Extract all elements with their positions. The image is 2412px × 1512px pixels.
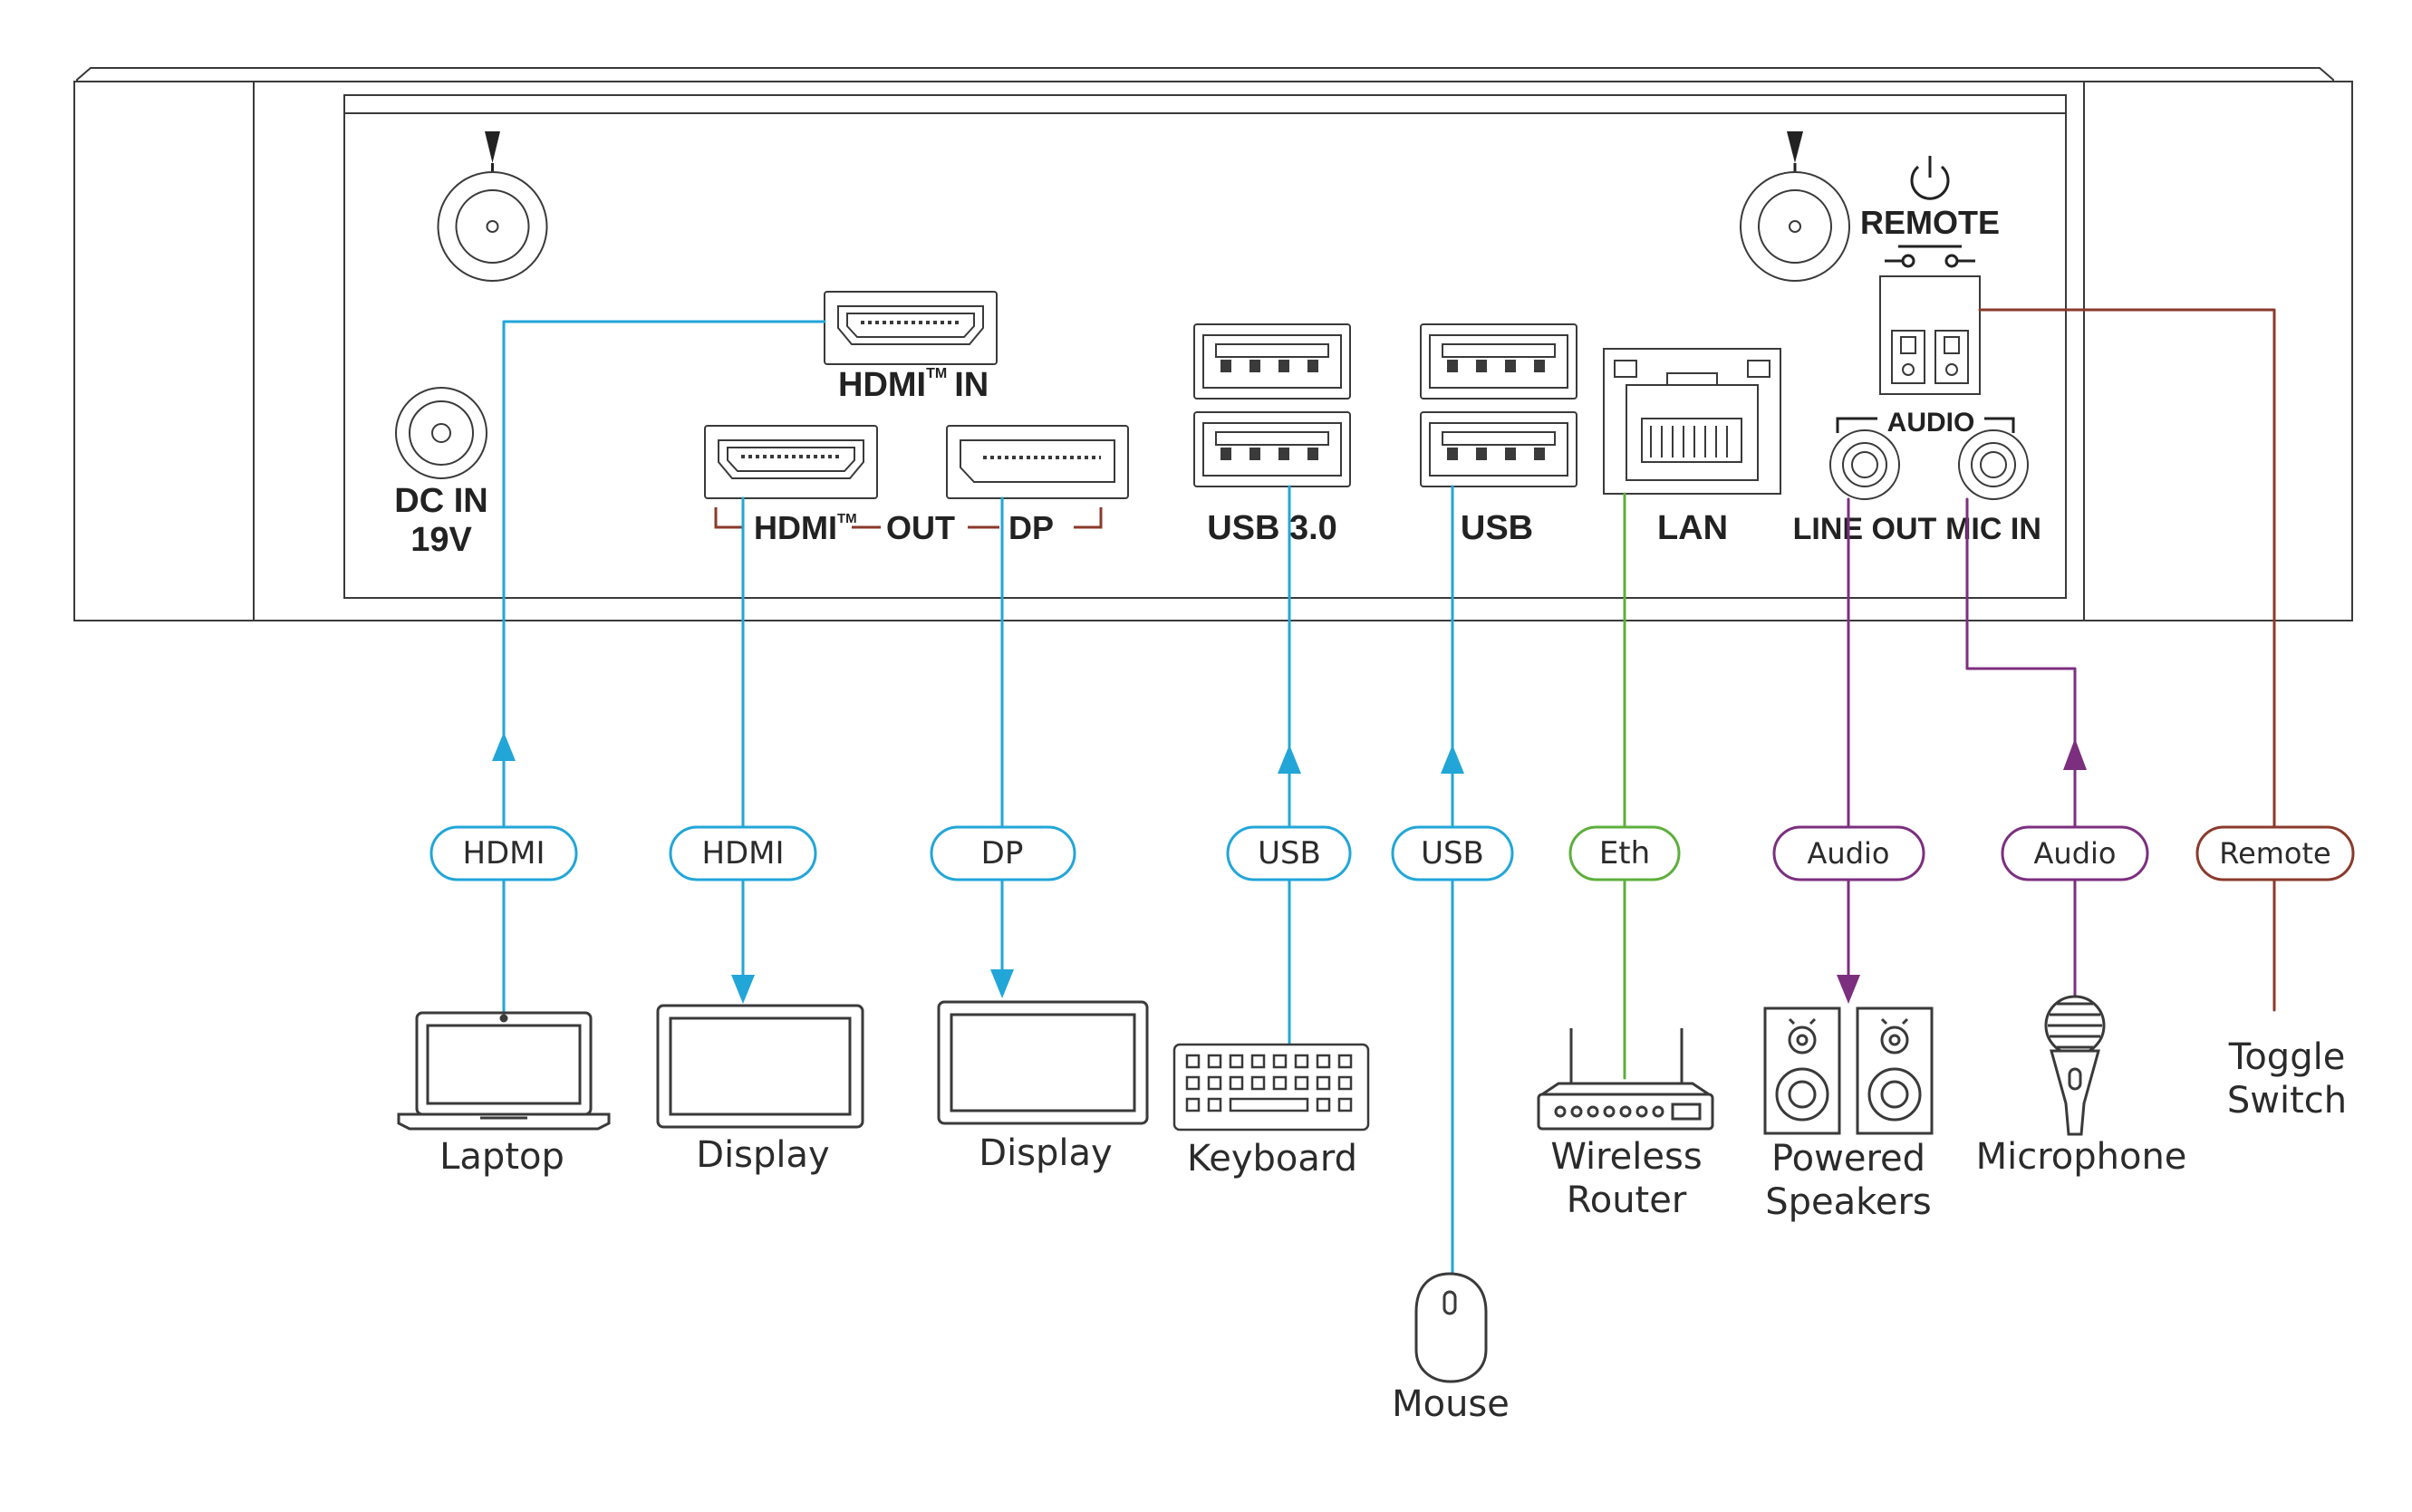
keyboard-key — [1250, 1054, 1266, 1069]
pill-laptop: HDMI — [429, 825, 578, 881]
svg-text:HDMI: HDMI — [701, 835, 784, 872]
svg-text:USB: USB — [1258, 835, 1321, 872]
audio-bracket — [1836, 417, 2015, 433]
laptop-label: Laptop — [439, 1136, 564, 1178]
pill-router: Eth — [1568, 825, 1681, 881]
pill-toggle: Remote — [2195, 825, 2355, 881]
power-icon — [1910, 156, 1950, 200]
dc-in-voltage-label: 19V — [410, 521, 472, 559]
keyboard-key — [1337, 1075, 1353, 1091]
mic-in-jack — [1958, 429, 2029, 500]
pill-display-dp: DP — [930, 825, 1076, 881]
keyboard-key — [1250, 1075, 1266, 1091]
keyboard-spacebar — [1229, 1097, 1309, 1112]
mouse-label: Mouse — [1392, 1383, 1510, 1425]
keyboard-key — [1207, 1054, 1222, 1069]
remote-terminal-block — [1879, 275, 1981, 395]
lan-label: LAN — [1657, 509, 1728, 547]
keyboard-icon — [1172, 1043, 1370, 1132]
toggle-label-line1: Toggle — [2228, 1036, 2346, 1078]
svg-text:Audio: Audio — [2034, 836, 2117, 871]
pill-speakers: Audio — [1772, 825, 1925, 881]
router-label-line1: Wireless — [1550, 1136, 1702, 1178]
keyboard-key — [1316, 1097, 1331, 1112]
dc-in-label: DC IN — [394, 482, 487, 520]
keyboard-key — [1185, 1075, 1201, 1091]
antenna-left-icon — [437, 131, 548, 282]
microphone-label: Microphone — [1976, 1136, 2187, 1178]
cable-toggle — [1978, 308, 2276, 1012]
display-icon — [937, 1000, 1149, 1125]
audio-label: AUDIO — [1887, 408, 1975, 438]
antenna-right-icon — [1740, 131, 1850, 282]
usb30-label: USB 3.0 — [1207, 509, 1337, 547]
keyboard-key — [1229, 1054, 1244, 1069]
keyboard-key — [1229, 1075, 1244, 1091]
keyboard-key — [1185, 1054, 1201, 1069]
hdmi-in-port — [824, 291, 998, 365]
usb-ports — [1420, 323, 1577, 487]
keyboard-key — [1294, 1054, 1309, 1069]
svg-text:DP: DP — [981, 835, 1024, 872]
dp-label: DP — [1008, 509, 1054, 546]
keyboard-key — [1207, 1075, 1222, 1091]
svg-text:Eth: Eth — [1599, 835, 1650, 872]
mic-in-label: MIC IN — [1945, 512, 2041, 546]
laptop-icon — [397, 1011, 611, 1131]
dc-in-port — [395, 387, 487, 479]
keyboard-key — [1185, 1097, 1201, 1112]
remote-switch-symbol — [1885, 245, 1975, 268]
svg-text:Audio: Audio — [1808, 836, 1890, 871]
microphone-icon — [2044, 995, 2106, 1136]
svg-text:USB: USB — [1421, 835, 1484, 872]
keyboard-key — [1316, 1075, 1331, 1091]
cable-laptop — [502, 320, 826, 1015]
router-icon — [1537, 1028, 1714, 1131]
keyboard-label: Keyboard — [1187, 1138, 1357, 1180]
speakers-icon — [1763, 1006, 1934, 1135]
speakers-label-line1: Powered — [1771, 1138, 1925, 1180]
pill-mouse: USB — [1391, 825, 1514, 881]
toggle-label-line2: Switch — [2227, 1080, 2347, 1122]
keyboard-key — [1337, 1097, 1353, 1112]
hdmi-in-label: HDMI — [838, 366, 926, 404]
svg-text:HDMITM: HDMITM — [754, 509, 857, 546]
pill-microphone: Audio — [2001, 825, 2149, 881]
display-hdmi-label: Display — [696, 1134, 829, 1176]
mouse-icon — [1414, 1272, 1488, 1383]
keyboard-key — [1316, 1054, 1331, 1069]
keyboard-key — [1272, 1075, 1288, 1091]
router-label-line2: Router — [1567, 1180, 1687, 1221]
hdmi-out-tm: TM — [837, 511, 857, 526]
svg-text:HDMI: HDMI — [462, 835, 545, 872]
usb-label: USB — [1461, 509, 1533, 547]
output-bracket — [714, 507, 1103, 529]
usb30-ports — [1193, 323, 1351, 487]
speakers-label-line2: Speakers — [1765, 1181, 1932, 1223]
hdmi-in-tm: TM — [926, 366, 947, 381]
keyboard-key — [1337, 1054, 1353, 1069]
line-out-label: LINE OUT — [1793, 512, 1937, 546]
keyboard-key — [1272, 1054, 1288, 1069]
hdmi-in-suffix: IN — [954, 366, 989, 404]
hdmi-out-port — [704, 425, 878, 499]
display-dp-label: Display — [979, 1132, 1112, 1174]
keyboard-key — [1294, 1075, 1309, 1091]
hdmi-out-label: HDMI — [754, 509, 837, 546]
line-out-jack — [1829, 429, 1900, 500]
svg-text:Remote: Remote — [2219, 836, 2330, 871]
dp-port — [946, 425, 1129, 499]
keyboard-key — [1207, 1097, 1222, 1112]
pill-display-hdmi: HDMI — [669, 825, 817, 881]
display-icon — [656, 1004, 864, 1129]
out-label: OUT — [886, 509, 955, 546]
lan-port — [1603, 348, 1781, 495]
remote-label: REMOTE — [1860, 204, 2000, 241]
pill-keyboard: USB — [1226, 825, 1352, 881]
